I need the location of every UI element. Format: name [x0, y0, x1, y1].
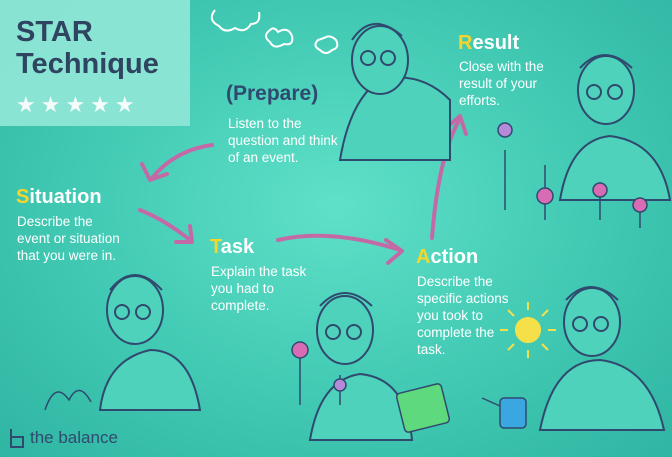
- action-text: Describe the specific actions you took t…: [417, 274, 509, 357]
- person-result-icon: [558, 54, 672, 201]
- result-initial: R: [458, 32, 473, 54]
- star-rating: ★★★★★: [16, 92, 140, 117]
- prepare-text: Listen to the question and think of an e…: [228, 116, 338, 165]
- cloud-icons: [210, 9, 339, 54]
- result-heading: Result: [458, 32, 519, 55]
- situation-heading: Situation: [16, 186, 102, 209]
- prepare-heading: (Prepare): [226, 82, 319, 105]
- situation-initial: S: [16, 186, 30, 208]
- brand-logo: the balance: [8, 427, 118, 449]
- action-initial: A: [416, 246, 431, 268]
- title-panel: STAR Technique ★★★★★: [0, 0, 190, 126]
- result-rest: esult: [472, 32, 520, 54]
- brand-name: the balance: [30, 428, 118, 447]
- arrow-prepare-to-situation: [150, 143, 214, 180]
- person-action-icon: [538, 286, 666, 431]
- situation-text: Describe the event or situation that you…: [17, 214, 120, 263]
- person-situation-icon: [98, 274, 202, 411]
- page-title: STAR Technique: [16, 16, 159, 80]
- seed-packet-icon: [395, 383, 451, 433]
- person-task-icon: [308, 292, 414, 441]
- task-text: Explain the task you had to complete.: [211, 264, 307, 313]
- watering-can-icon: [481, 397, 527, 429]
- situation-rest: ituation: [29, 186, 102, 208]
- balance-logo-icon: [10, 429, 24, 448]
- arrow-situation-to-task: [138, 208, 192, 242]
- title-line-1: STAR: [16, 16, 93, 48]
- person-prepare-icon: [338, 22, 451, 161]
- arrow-task-to-action: [276, 233, 402, 252]
- action-heading: Action: [416, 246, 478, 269]
- action-rest: ction: [430, 246, 479, 268]
- arrow-action-to-result: [430, 120, 460, 240]
- task-initial: T: [210, 236, 221, 258]
- flower-icons: [44, 122, 648, 411]
- sun-icon: [500, 302, 556, 358]
- result-text: Close with the result of your efforts.: [459, 59, 544, 108]
- task-heading: Task: [210, 236, 254, 259]
- task-rest: ask: [220, 236, 255, 258]
- title-line-2: Technique: [16, 48, 159, 80]
